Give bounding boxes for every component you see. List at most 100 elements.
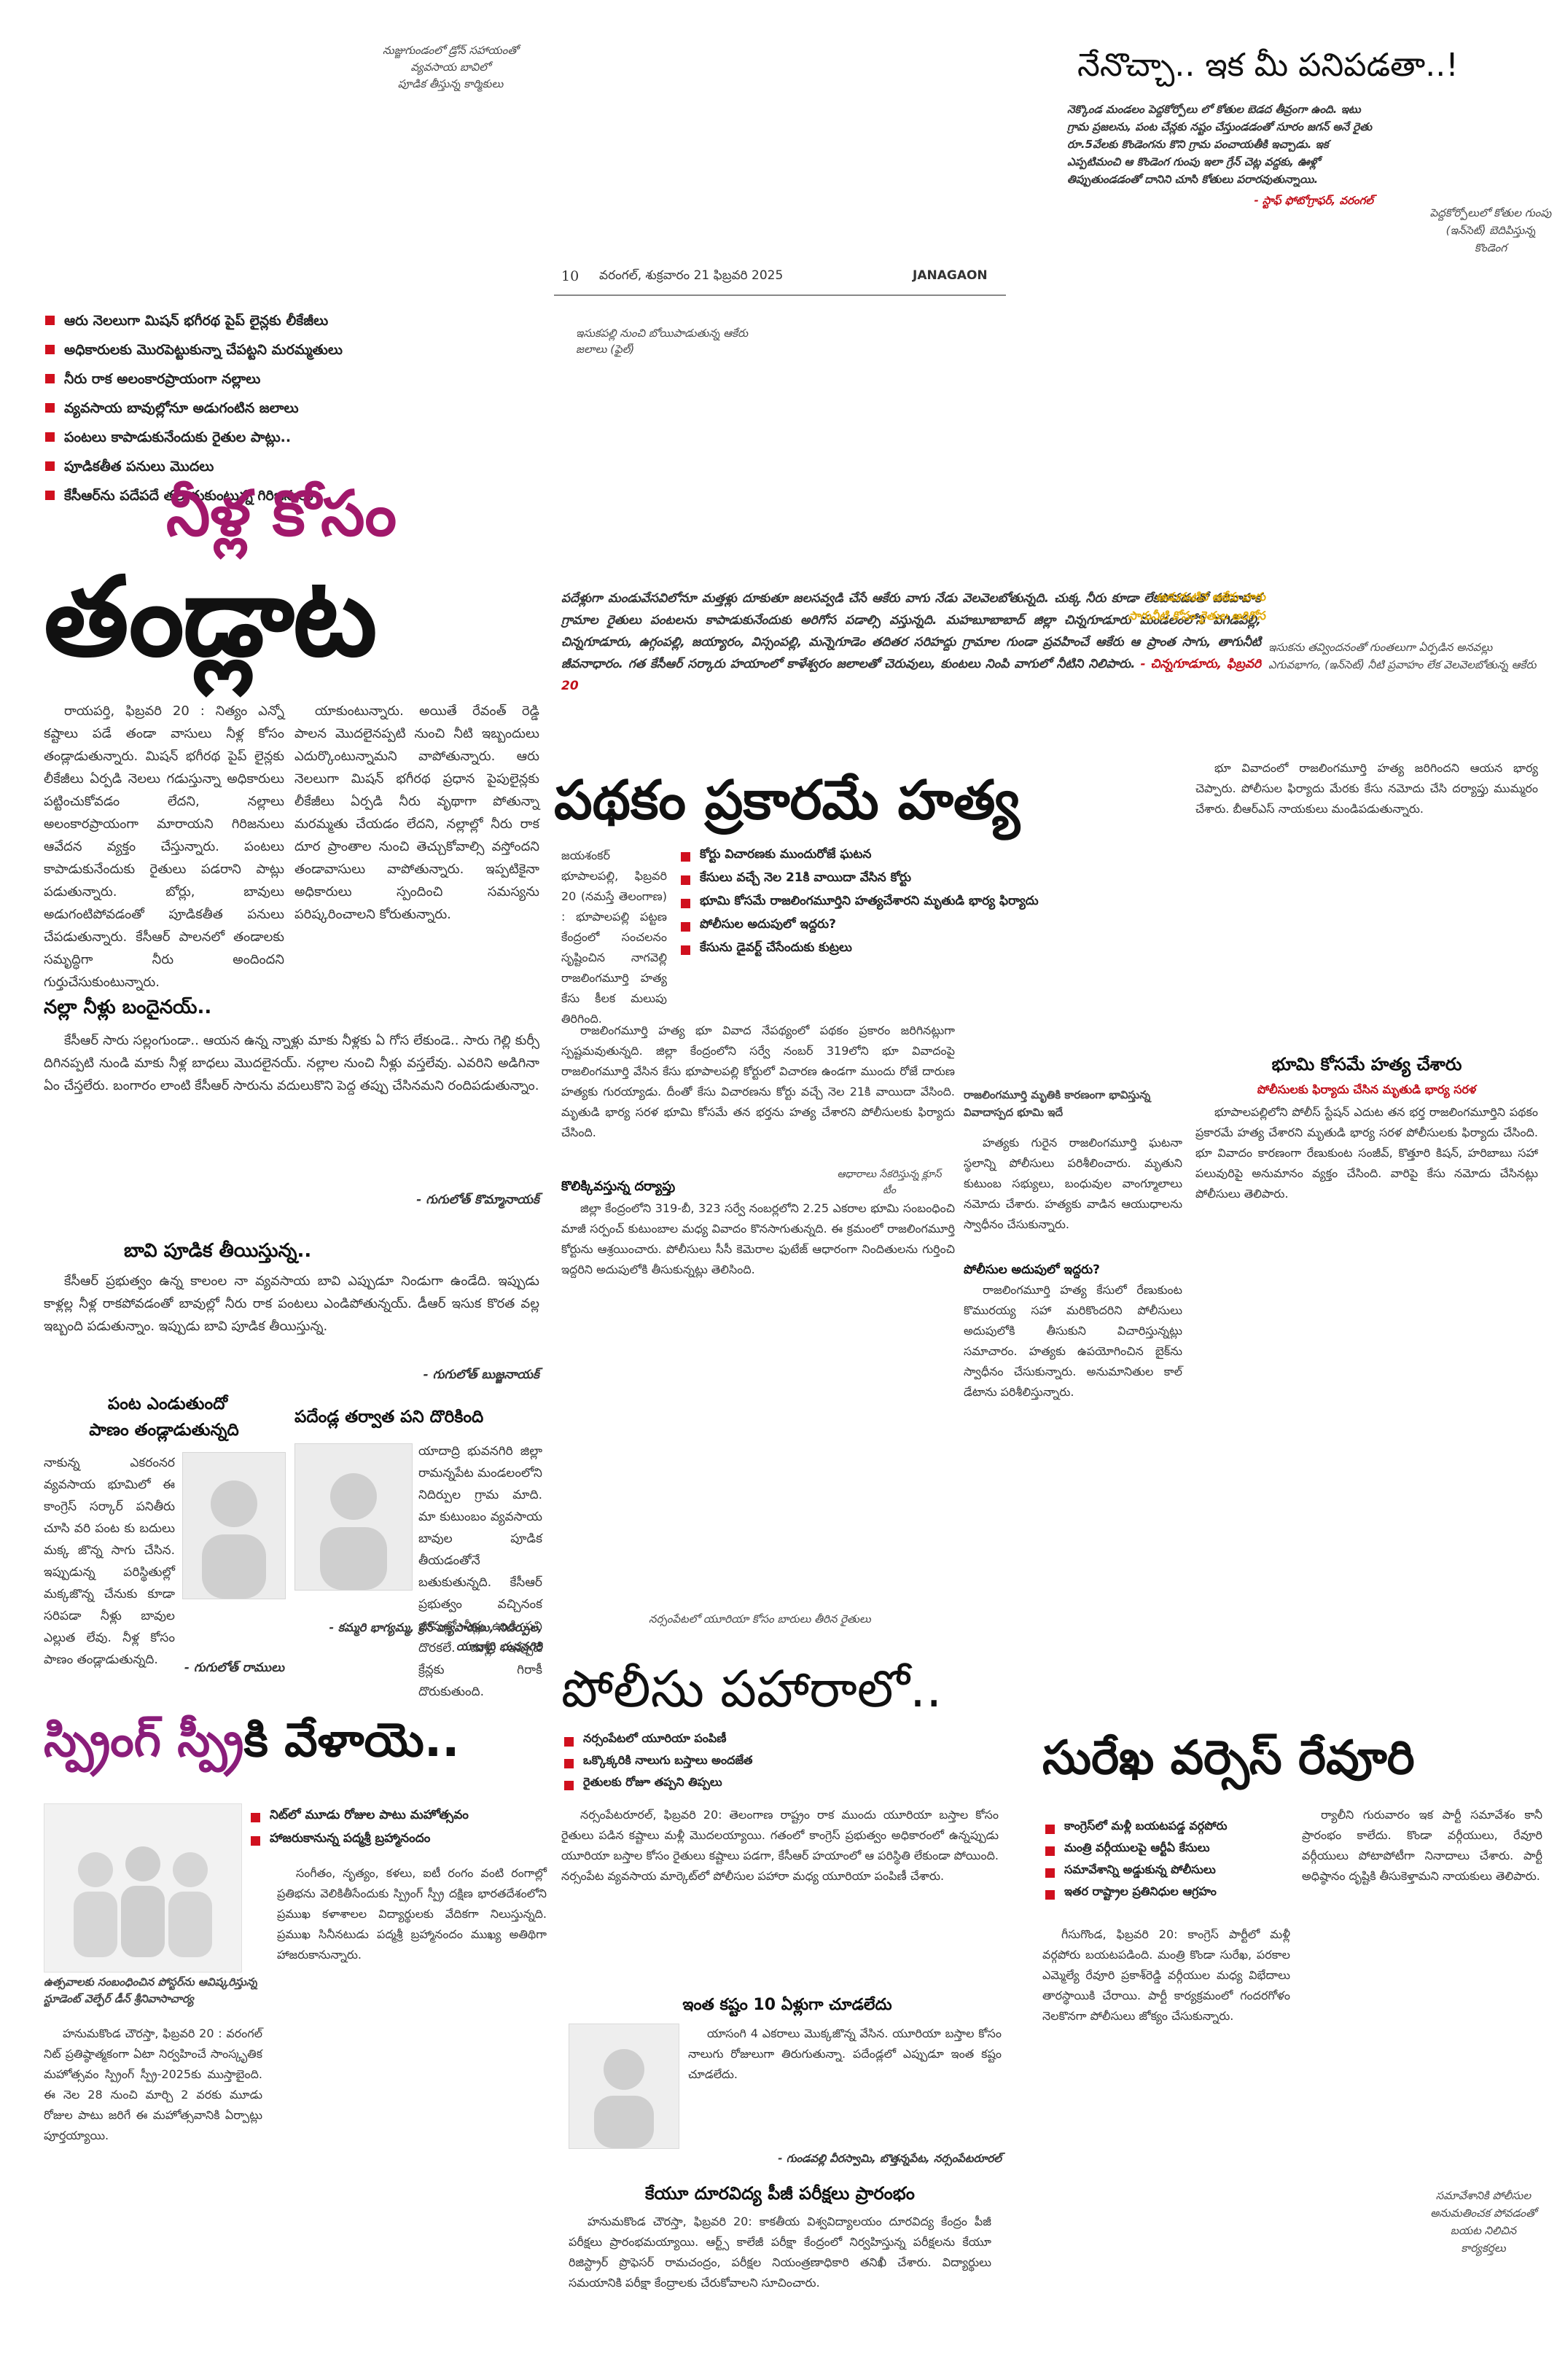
farmer-portrait-icon: [594, 2049, 654, 2148]
murder-bullet: కేసును డైవర్ట్ చేసేందుకు కుట్రలు: [678, 936, 1042, 959]
lead-bullet: అధికారులకు మొరపెట్టుకున్నా చేపట్టని మరమ్…: [42, 335, 509, 364]
urea-sub-body: యాసంగి 4 ఎకరాలు మొక్కజొన్న వేసిన. యూరియా…: [688, 2026, 1002, 2081]
murder-bullets: కోర్టు విచారణకు ముందురోజే ఘటన కేసులు వచ్…: [678, 843, 1042, 959]
lead-bullet: కేసీఆర్‌ను పదేపదే తలుచుకుంటున్న గిరిజనుల…: [42, 481, 509, 510]
surekha-headline: సురేఖ వర్సెస్ రేవూరి: [1042, 1731, 1415, 1785]
nenochha-byline: - స్టాఫ్ ఫోటోగ్రాఫర్, వరంగల్: [1254, 194, 1373, 207]
panta-byline: - గుగులోత్ రాములు: [184, 1661, 284, 1675]
spring-spree-bullet: హాజరుకానున్న పద్మశ్రీ బ్రహ్మానందం: [248, 1827, 554, 1850]
subhead-nalla: నల్లా నీళ్లు బందైనయ్..: [44, 996, 212, 1018]
urea-bullet: రైతులకు రోజూ తప్పని తిప్పలు: [561, 1771, 773, 1793]
water-byline: - చిన్నగూడూరు, ఫిబ్రవరి 20: [561, 657, 1262, 693]
edition-label: JANAGAON: [913, 268, 988, 283]
murder-bullet: పోలీసుల అదుపులో ఇద్దరు?: [678, 913, 1042, 936]
water-highlight-box: అడుగంటిన ఆకేరు వాగు సాగునీటి కోసం రైతుల …: [1128, 590, 1265, 623]
nenochha-body: నెక్కొండ మండలం పెద్దకోర్పోలు లో కోతుల బె…: [1067, 103, 1373, 186]
page-number: 10: [561, 268, 580, 284]
murder-bullet: కోర్టు విచారణకు ముందురోజే ఘటన: [678, 843, 1042, 866]
murder-headline: పథకం ప్రకారమే హత్య: [554, 769, 1021, 832]
lead-column-2: యాకుంటున్నారు. అయితే రేవంత్ రెడ్డి పాలన …: [294, 703, 539, 922]
surekha-right-col: ర్యాలీని గురువారం ఇక పార్టీ సమావేశం కానీ…: [1302, 1808, 1542, 1883]
distance-body: హనుమకొండ చౌరస్తా, ఫిబ్రవరి 20: కాకతీయ వి…: [569, 2215, 991, 2290]
murder-right-body: భూపాలపల్లిలోని పోలీస్ స్టేషన్ ఎదుట తన భర…: [1195, 1105, 1538, 1201]
subhead-panta-1: పంట ఎండుతుందో: [107, 1394, 228, 1413]
subhead-bavi: బావి పూడిక తీయిస్తున్న..: [124, 1240, 312, 1262]
murder-body-3: రాజలింగమూర్తి హత్య కేసులో రేణుకుంట కొముర…: [964, 1283, 1182, 1399]
spring-spree-photo: [44, 1803, 242, 1973]
subhead-panta-2: పాణం తండ్లాడుతున్నది: [89, 1421, 239, 1440]
murder-bullet: భూమి కోసమే రాజలింగమూర్తిని హత్యచేశారని మ…: [678, 889, 1042, 913]
surekha-bullet: మంత్రి వర్గీయులపై ఆర్టీఏ కేసులు: [1042, 1837, 1290, 1859]
spring-spree-right-text: సంగీతం, నృత్యం, కళలు, ఐటీ రంగం వంటి రంగా…: [277, 1866, 547, 1962]
murder-bullet: కేసులు వచ్చే నెల 21కి వాయిదా వేసిన కోర్ట…: [678, 866, 1042, 889]
lead-bullet: నీరు రాక అలంకారప్రాయంగా నల్లాలు: [42, 364, 509, 394]
surekha-photo-caption: సమావేశానికి పోలీసుల అనుమతించక పోవడంతో బయ…: [1430, 2189, 1537, 2255]
nalla-byline: - గుగులోత్ కొమ్మానాయక్: [416, 1193, 539, 1207]
murder-land-caption: రాజలింగమూర్తి మృతికి కారణంగా భావిస్తున్న…: [964, 1088, 1151, 1119]
urea-sub-byline: - గుండవల్లి వీరస్వామి, బొత్తన్నపేట, నర్స…: [778, 2152, 1002, 2165]
water-photo-caption: ఇసుకపల్లి నుంచి బోయిపాడుతున్న ఆకేరు జలాల…: [576, 327, 749, 356]
nenochha-headline: నేనొచ్చా.. ఇక మీ పనిపడతా..!: [1077, 47, 1459, 84]
murder-body-2: జిల్లా కేంద్రంలోని 319-బీ, 323 సర్వే నంబ…: [561, 1201, 955, 1276]
bavi-byline: - గుగులోత్ బుజ్జనాయక్: [423, 1367, 539, 1382]
lead-column-1: రాయపర్తి, ఫిబ్రవరి 20 : నిత్యం ఎన్నో కష్…: [44, 703, 284, 990]
water-photo: [554, 364, 1553, 583]
distance-headline: కేయూ దూరవిద్య పీజీ పరీక్షలు ప్రారంభం: [645, 2183, 915, 2204]
spring-spree-headline: స్ప్రింగ్ స్ప్రీకి వేళాయె..: [44, 1710, 547, 1771]
spring-spree-bullets: నిట్‌లో మూడు రోజుల పాటు మహోత్సవం హాజరుకా…: [248, 1803, 554, 1850]
spring-spree-photo-caption: ఉత్సవాలకు సంబంధించిన పోస్టర్‌ను ఆవిష్కరి…: [44, 1975, 257, 2005]
nalla-text: కేసీఆర్ సారు సల్లంగుండా.. ఆయన ఉన్న న్నాళ…: [44, 1033, 539, 1093]
padenda-woman-photo: [294, 1443, 413, 1591]
lead-headline-top: నీళ్ల కోసం: [166, 477, 397, 550]
masthead: 10 వరంగల్, శుక్రవారం 21 ఫిబ్రవరి 2025 JA…: [561, 268, 988, 290]
murder-subhead-1: కొలిక్కివస్తున్న దర్యాప్తు: [561, 1179, 676, 1194]
murder-subhead-2: పోలీసుల అదుపులో ఇద్దరు?: [964, 1263, 1100, 1277]
lead-headline-main: తండ్లాట: [44, 554, 378, 681]
masthead-rule: [554, 294, 1006, 296]
urea-bullet: ఒక్కొక్కరికి నాలుగు బస్తాలు అందజేత: [561, 1749, 773, 1771]
people-group-icon: [74, 1846, 212, 1957]
murder-right-top: భూ వివాదంలో రాజలింగమూర్తి హత్య జరిగిందని…: [1195, 761, 1538, 816]
urea-photo-caption: నర్సంపేటలో యూరియా కోసం బారులు తీరిన రైతు…: [649, 1612, 871, 1626]
murder-right-col: హత్యకు గురైన రాజలింగమూర్తి ఘటనా స్థలాన్న…: [964, 1136, 1182, 1231]
nenochha-side-caption: పెద్దకోర్పోలులో కోతుల గుంపు (ఇన్‌సెట్) బ…: [1429, 206, 1552, 254]
dateline: వరంగల్, శుక్రవారం 21 ఫిబ్రవరి 2025: [599, 268, 784, 283]
murder-left-col: జయశంకర్ భూపాలపల్లి, ఫిబ్రవరి 20 (నమస్తే …: [561, 848, 667, 1026]
urea-subhead: ఇంత కష్టం 10 ఏళ్లుగా చూడలేదు: [682, 1996, 892, 2014]
spring-spree-bullet: నిట్‌లో మూడు రోజుల పాటు మహోత్సవం: [248, 1803, 554, 1827]
lead-bullet: వ్యవసాయ బావుల్లోనూ అడుగంటిన జలాలు: [42, 394, 509, 423]
urea-body: నర్సంపేటరూరల్, ఫిబ్రవరి 20: తెలంగాణ రాష్…: [561, 1808, 999, 1883]
murder-body: రాజలింగమూర్తి హత్య భూ వివాద నేపథ్యంలో పథ…: [561, 1023, 955, 1139]
urea-bullets: నర్సంపేటలో యూరియా పంపిణీ ఒక్కొక్కరికి నా…: [561, 1728, 773, 1793]
murder-subhead-bhoomi: భూమి కోసమే హత్య చేశారు: [1271, 1054, 1462, 1074]
lead-bullets: ఆరు నెలలుగా మిషన్ భగీరథ పైప్ లైన్లకు లీక…: [42, 306, 509, 510]
panta-text: నాకున్న ఎకరంనర వ్యవసాయ భూమిలో ఈ కాంగ్రెస…: [44, 1456, 175, 1667]
surekha-bullet: కాంగ్రెస్‌లో మళ్లీ బయటపడ్డ వర్గపోరు: [1042, 1815, 1290, 1837]
surekha-body: గీసుగొండ, ఫిబ్రవరి 20: కాంగ్రెస్ పార్టీల…: [1042, 1927, 1290, 2023]
spring-spree-headline-rest: కి వేళాయె..: [243, 1714, 460, 1768]
urea-farmer-photo: [569, 2024, 679, 2149]
lead-bullet: పంటలు కాపాడుకునేందుకు రైతుల పాట్లు..: [42, 423, 509, 452]
murder-subhead-bhoomi-2: పోలీసులకు ఫిర్యాదు చేసిన మృతుడి భార్య సర…: [1257, 1082, 1477, 1096]
subhead-padenda: పదేండ్ల తర్వాత పని దొరికింది: [294, 1408, 484, 1427]
lead-bullet: ఆరు నెలలుగా మిషన్ భగీరథ పైప్ లైన్లకు లీక…: [42, 306, 509, 335]
woman-portrait-icon: [320, 1473, 387, 1590]
lead-bullet: పూడికతీత పనులు మొదలు: [42, 452, 509, 481]
nenochha-body-block: నెక్కొండ మండలం పెద్దకోర్పోలు లో కోతుల బె…: [1067, 101, 1373, 211]
surekha-bullet: ఇతర రాష్ట్రాల ప్రతినిధుల ఆగ్రహం: [1042, 1881, 1290, 1903]
bavi-text: కేసీఆర్ ప్రభుత్వం ఉన్న కాలంల నా వ్యవసాయ …: [44, 1273, 539, 1334]
padenda-byline: - కమ్మరి భాగ్యమ్మ, క్రేన్ వ్యాపారులు, ని…: [329, 1620, 542, 1653]
farmer-portrait-icon: [202, 1480, 266, 1599]
urea-headline: పోలీసు పహారాలో..: [561, 1659, 943, 1719]
surekha-bullet: సమావేశాన్ని అడ్డుకున్న పోలీసులు: [1042, 1859, 1290, 1881]
surekha-bullets: కాంగ్రెస్‌లో మళ్లీ బయటపడ్డ వర్గపోరు మంత్…: [1042, 1815, 1290, 1903]
water-right-caption: ఇసుకను తవ్విందనంతో గుంతలుగా ఏర్పడిన అనవల…: [1268, 641, 1537, 671]
urea-bullet: నర్సంపేటలో యూరియా పంపిణీ: [561, 1728, 773, 1749]
top-left-photo-caption: నుజ్జుగుండంలో డ్రోన్ సహాయంతో వ్యవసాయ బావ…: [382, 44, 519, 90]
spring-spree-headline-accent: స్ప్రింగ్ స్ప్రీ: [44, 1714, 244, 1768]
spring-spree-left-text: హనుమకొండ చౌరస్తా, ఫిబ్రవరి 20 : వరంగల్ న…: [44, 2026, 262, 2142]
murder-evidence-caption: ఆధారాలు సేకరిస్తున్న క్లూస్ టీం: [837, 1168, 942, 1196]
water-body: పదేళ్లుగా మండువేసవిలోనూ మత్తళ్లు దూకుతూ …: [561, 591, 1262, 693]
padenda-text: యాదాద్రి భువనగిరి జిల్లా రామన్నపేట మండలం…: [418, 1444, 542, 1699]
panta-farmer-photo: [182, 1452, 286, 1599]
